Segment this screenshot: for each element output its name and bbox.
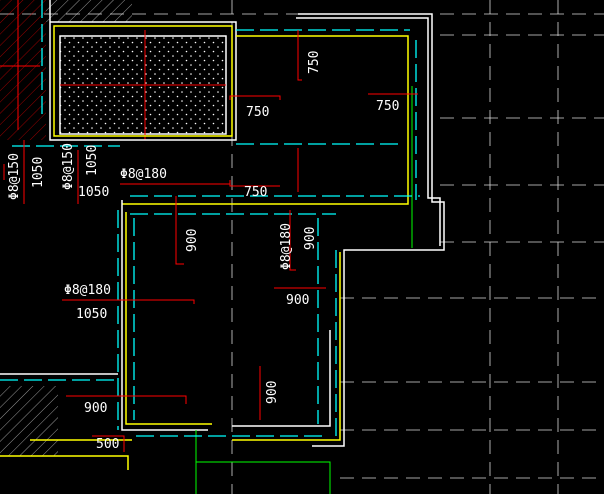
dotted-slab-region (59, 30, 227, 140)
rebar-spacing-label: Φ8@150 (61, 143, 76, 190)
hatched-wall-bottom-left (0, 386, 58, 456)
dimension-label: 750 (307, 51, 322, 74)
dimension-label: 1050 (76, 307, 107, 322)
dimension-label: 750 (376, 99, 399, 114)
hatched-wall-top-left (0, 0, 132, 140)
dimension-label: 1050 (78, 185, 109, 200)
rebar-red-marks (0, 0, 418, 452)
rebar-spacing-label: Φ8@150 (7, 153, 22, 200)
dimension-label: 750 (244, 185, 267, 200)
dimension-label: 900 (185, 229, 200, 252)
rebar-cyan-lines (0, 0, 420, 440)
dimension-label: 500 (96, 437, 119, 452)
dimension-label: 1050 (31, 157, 46, 188)
dimension-label: 900 (303, 227, 318, 250)
rebar-spacing-label: Φ8@180 (279, 223, 294, 270)
rebar-spacing-label: Φ8@180 (120, 167, 167, 182)
rebar-spacing-label: Φ8@180 (64, 283, 111, 298)
dimension-label: 750 (246, 105, 269, 120)
dimension-label: 1050 (85, 145, 100, 176)
dimension-label: 900 (265, 381, 280, 404)
dimension-label: 900 (84, 401, 107, 416)
wall-outlines (0, 0, 445, 494)
dimension-label: 900 (286, 293, 309, 308)
